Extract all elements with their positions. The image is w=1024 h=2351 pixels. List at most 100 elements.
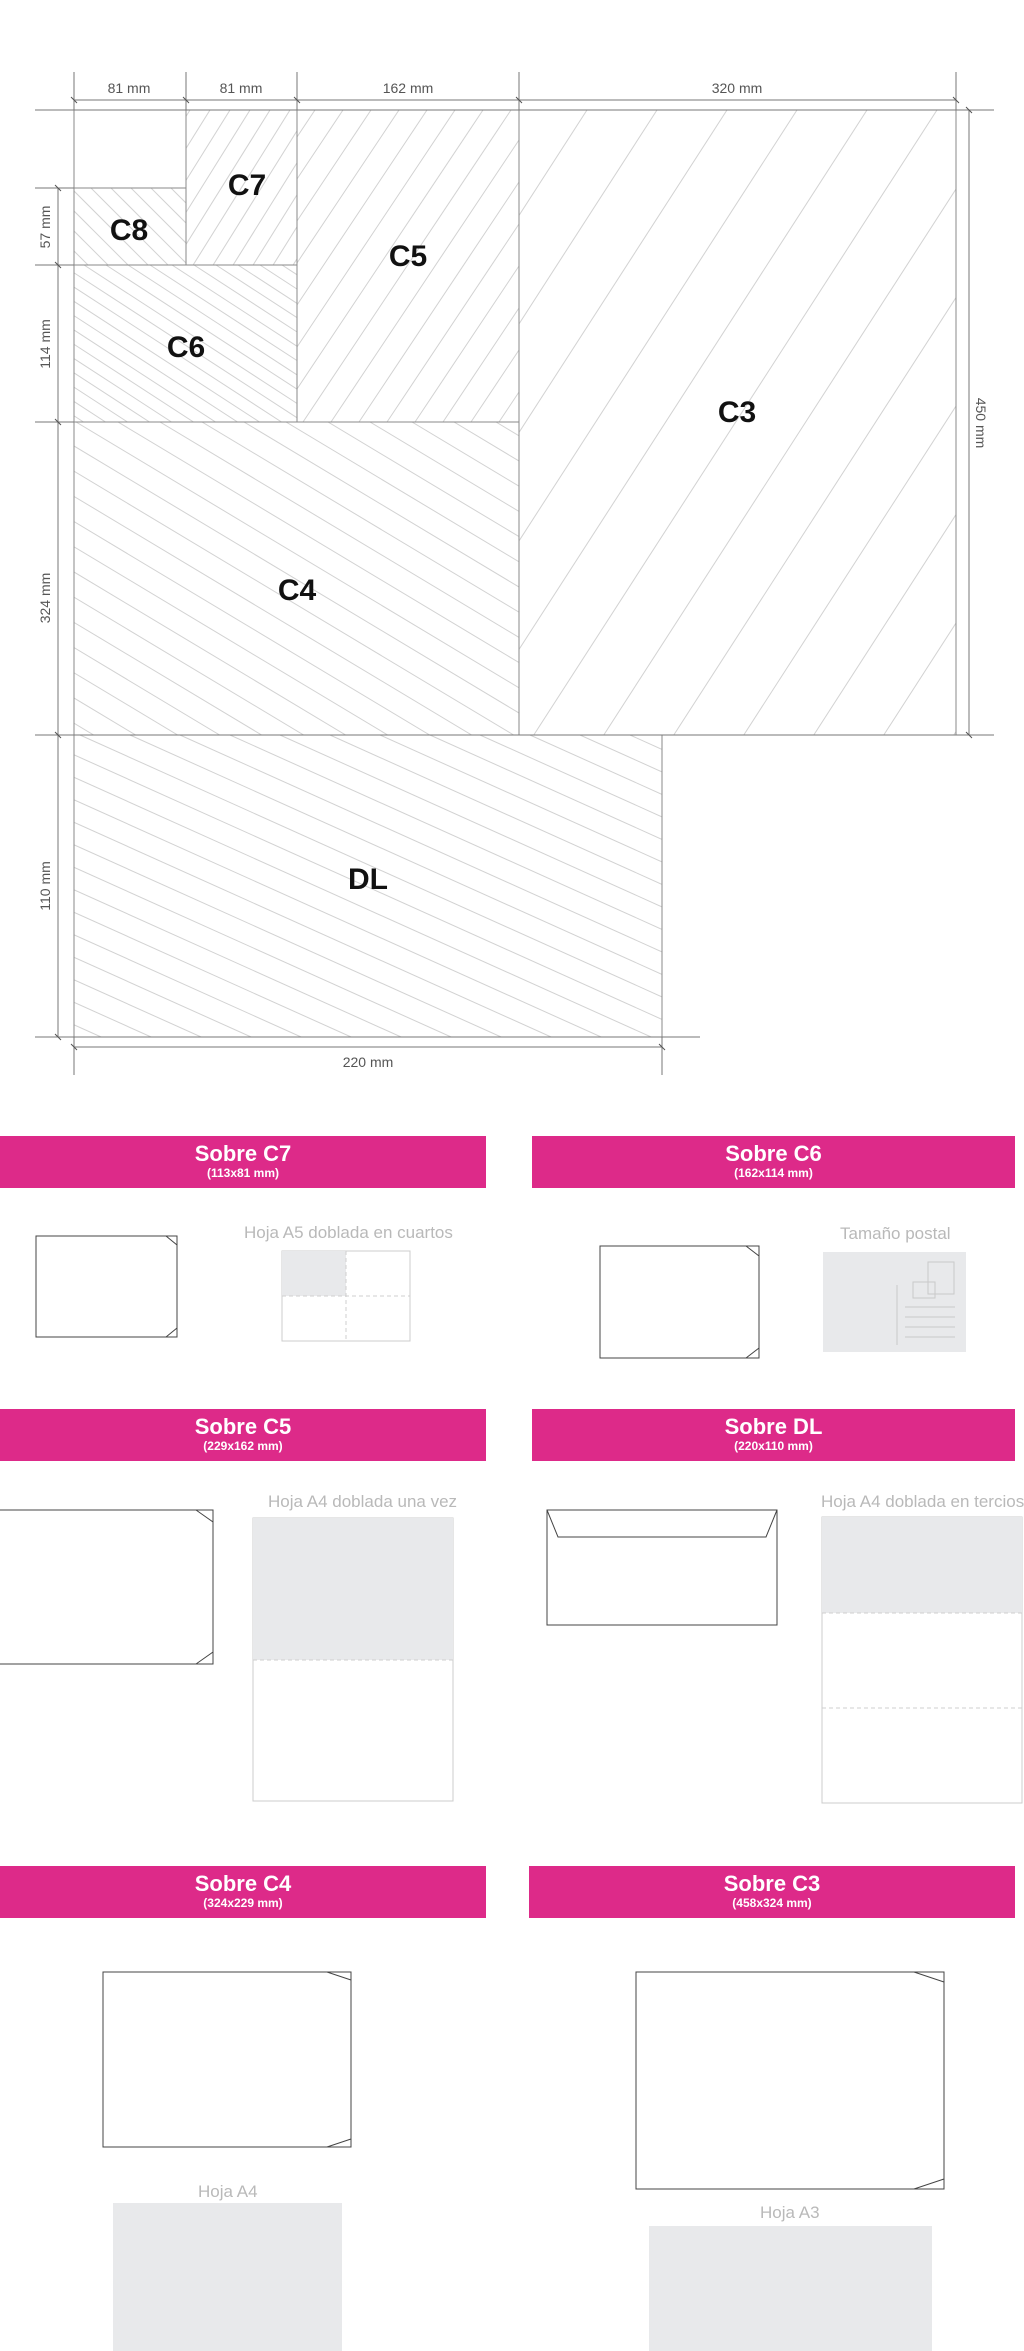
paper-label-dl: Hoja A4 doblada en tercios [821, 1492, 1024, 1511]
envelope-dl-illustration [546, 1509, 778, 1626]
paper-a4-folded-once-illustration [252, 1517, 454, 1802]
hatch-line [297, 110, 344, 180]
hatch-line [748, 422, 1024, 735]
paper-a5-quarters-illustration [281, 1250, 411, 1342]
hatch-line [723, 110, 931, 422]
hatch-line [0, 110, 63, 422]
hatch-line [533, 110, 630, 265]
hatch-line [117, 422, 519, 664]
hatch-line [279, 735, 662, 908]
paper-label-c6: Tamaño postal [840, 1224, 951, 1243]
hatch-line [470, 349, 519, 422]
hatch-line [573, 110, 670, 265]
card-title-c7: Sobre C7 [194, 1141, 292, 1166]
hatch-line [329, 735, 662, 885]
hatch-line [730, 735, 1024, 1037]
hatch-line [458, 265, 700, 422]
hatch-line [392, 265, 634, 422]
hatch-line [813, 513, 956, 735]
hatch-line [930, 735, 1024, 1037]
hatch-line [498, 391, 519, 422]
hatch-line [75, 422, 519, 689]
hatch-line [74, 956, 252, 1037]
label-c3: C3 [718, 396, 756, 429]
hatch-line [479, 735, 662, 818]
hatch-line [193, 265, 297, 333]
dim-450mm: 450 mm [973, 398, 989, 449]
card-title-c6: Sobre C6 [725, 1141, 822, 1166]
hatch-line [568, 265, 810, 422]
hatch-line [583, 110, 791, 422]
hatch-line [667, 110, 875, 422]
hatch-line [0, 422, 10, 735]
hatch-line [766, 265, 1008, 422]
card-header-c4: Sobre C4 (324x229 mm) [0, 1866, 486, 1918]
hatch-line [590, 265, 832, 422]
hatch-line [74, 799, 602, 1037]
postcard-illustration [823, 1252, 966, 1352]
dim-57mm: 57 mm [37, 206, 53, 249]
hatch-line [74, 250, 89, 265]
hatch-line [495, 422, 519, 437]
hatch-line [74, 776, 652, 1037]
hatch-line [74, 358, 172, 422]
hatch-line [0, 110, 10, 265]
hatch-line [74, 979, 202, 1037]
hatch-line [519, 110, 588, 217]
hatch-line [74, 286, 282, 422]
hatch-line [790, 422, 1024, 735]
hatch-line [215, 265, 297, 319]
hatch-line [130, 188, 186, 244]
dim-324mm: 324 mm [37, 573, 53, 624]
hatch-line [502, 265, 744, 422]
hatch-line [580, 422, 1024, 735]
envelope-c5-illustration [0, 1509, 214, 1665]
hatch-line [695, 110, 903, 422]
card-title-dl: Sobre DL [724, 1414, 823, 1439]
card-title-c5: Sobre C5 [194, 1414, 292, 1439]
card-size-c7: (113x81 mm) [206, 1166, 280, 1180]
hatch-line [611, 110, 819, 422]
hatch-line [780, 735, 1024, 1037]
hatch-line [74, 596, 304, 735]
hatch-line [519, 110, 728, 434]
envelope-c7-illustration [35, 1235, 178, 1338]
paper-label-c3: Hoja A3 [760, 2203, 820, 2222]
hatch-line [807, 110, 1015, 422]
hatch-line [639, 110, 847, 422]
hatch-line [519, 110, 658, 325]
hatch-line [304, 265, 546, 422]
hatch-line [0, 735, 1, 1037]
hatch-line [369, 422, 519, 512]
hatch-line [519, 110, 868, 651]
hatch-line [74, 372, 150, 422]
hatch-line [83, 265, 297, 405]
hatch-line [678, 265, 920, 422]
hatch-line [74, 445, 519, 714]
hatch-line [533, 110, 938, 735]
paper-label-c4: Hoja A4 [198, 2182, 258, 2201]
hatch-line [252, 193, 297, 265]
hatch-line [243, 422, 519, 588]
c5-hatch [0, 110, 1024, 422]
hatch-line [947, 110, 1024, 422]
dim-81mm-a: 81 mm [108, 80, 151, 96]
hatch-line [442, 307, 519, 422]
hatch-line [553, 110, 650, 265]
hatch-line [0, 110, 175, 422]
hatch-line [874, 422, 1024, 735]
hatch-line [883, 622, 956, 735]
hatch-line [74, 386, 128, 422]
dim-114mm: 114 mm [37, 319, 53, 369]
hatch-line [129, 735, 662, 975]
hatch-line [411, 422, 519, 487]
hatch-line [0, 110, 27, 735]
dim-81mm-b: 81 mm [220, 80, 263, 96]
c8-hatch [74, 188, 186, 265]
hatch-line [414, 265, 519, 422]
c6-hatch [74, 265, 1008, 422]
hatch-line [327, 422, 519, 538]
hatch-line [348, 265, 590, 422]
hatch-line [127, 265, 297, 376]
hatch-line [74, 1001, 152, 1037]
